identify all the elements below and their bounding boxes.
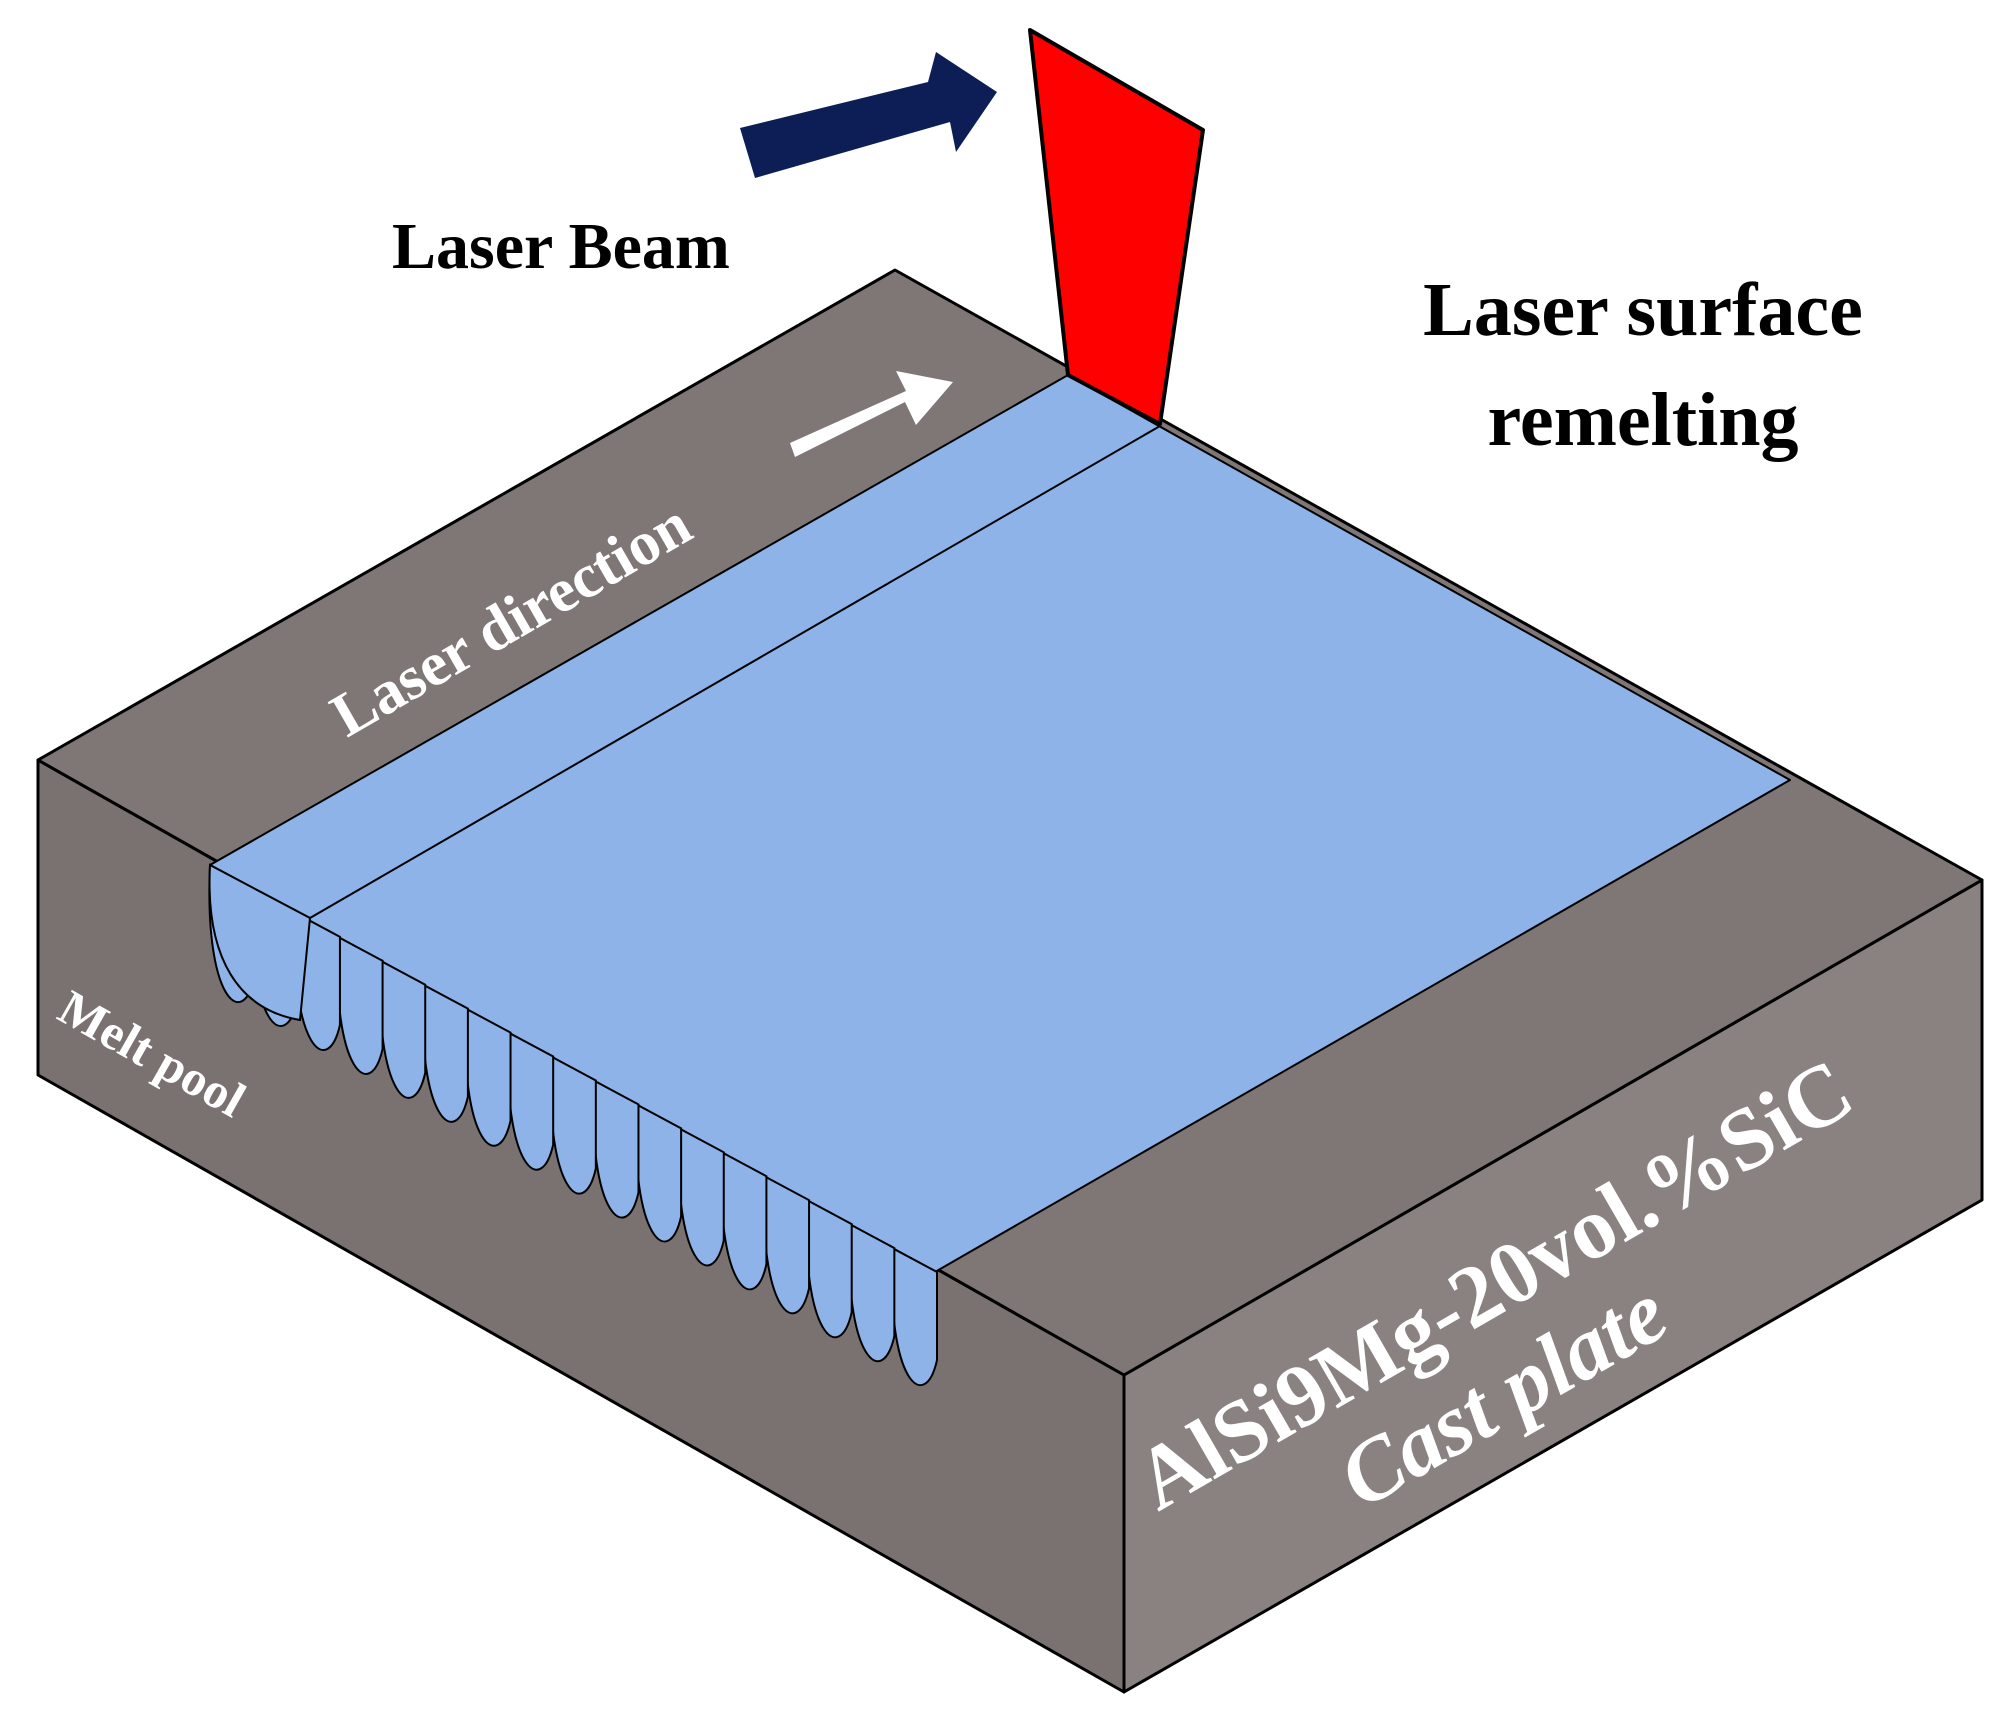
laser-beam-label: Laser Beam: [392, 210, 730, 283]
beam-motion-arrow-icon: [740, 52, 997, 178]
current-track-boundary: [309, 425, 1161, 919]
laser-direction-arrow-icon: [790, 371, 953, 457]
laser-beam: [1028, 28, 1205, 426]
melt-pool-arc: [208, 863, 312, 1022]
laser-surface-label-line1: Laser surface: [1423, 268, 1863, 352]
laser-surface-label-line2: remelting: [1488, 378, 1799, 462]
melt-pool-arcs: [208, 863, 938, 1387]
